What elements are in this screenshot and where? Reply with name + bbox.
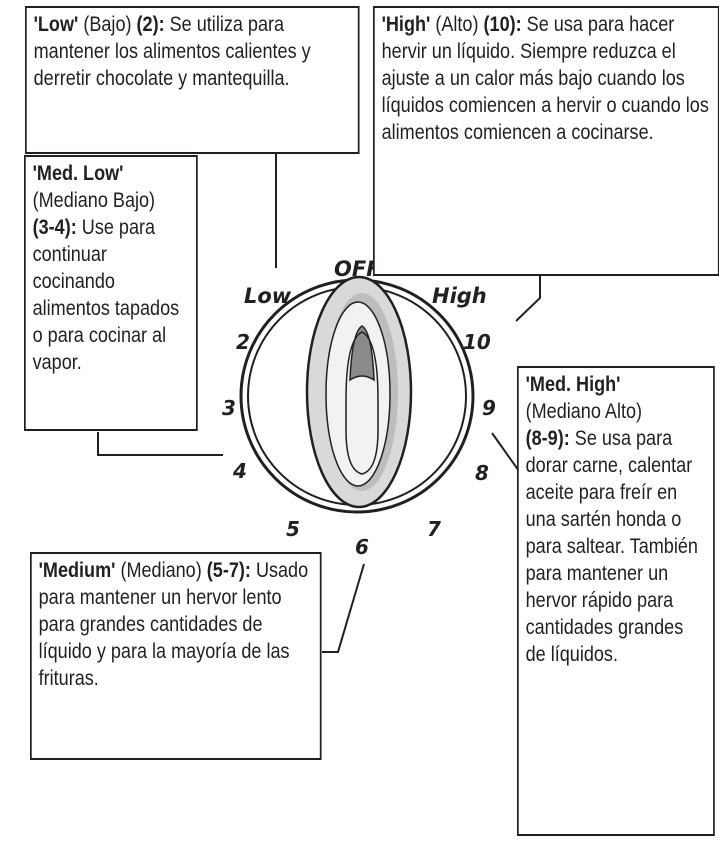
dial-number-2: 2 bbox=[236, 330, 250, 354]
dial-number-10: 10 bbox=[463, 330, 491, 354]
callout-medium-spanish: (Mediano) bbox=[115, 559, 207, 582]
callout-high-range: (10): bbox=[483, 13, 522, 36]
callout-low-range: (2): bbox=[136, 13, 165, 36]
callout-low-spanish: (Bajo) bbox=[78, 13, 137, 36]
callout-high-spanish: (Alto) bbox=[430, 13, 484, 36]
dial-label-low: Low bbox=[244, 284, 292, 308]
dial-number-5: 5 bbox=[286, 517, 300, 541]
dial-number-3: 3 bbox=[222, 396, 236, 420]
callout-high-name: 'High' bbox=[381, 13, 431, 36]
dial-label-high: High bbox=[432, 284, 487, 308]
callout-medium-text: Usado para mantener un hervor lento para… bbox=[38, 559, 309, 690]
dial-number-9: 9 bbox=[482, 396, 496, 420]
callout-med-low-name: 'Med. Low' bbox=[32, 162, 124, 185]
callout-low-name: 'Low' bbox=[33, 13, 79, 36]
callout-low-text: Se utiliza para mantener los alimentos c… bbox=[33, 13, 311, 90]
callout-med-high-name: 'Med. High' bbox=[525, 373, 621, 396]
callout-medium: 'Medium' (Mediano) (5-7): Usado para man… bbox=[30, 552, 322, 760]
knob bbox=[239, 275, 475, 514]
callout-med-high-text: Se usa para dorar carne, calentar aceite… bbox=[525, 427, 698, 666]
callout-med-high: 'Med. High' (Mediano Alto) (8-9): Se usa p… bbox=[517, 366, 715, 836]
callout-med-low: 'Med. Low' (Mediano Bajo) (3-4): Use para … bbox=[24, 155, 198, 431]
callout-med-low-spanish: (Mediano Bajo) bbox=[32, 189, 156, 212]
callout-high: 'High' (Alto) (10): Se usa para hacer he… bbox=[373, 6, 719, 276]
dial-number-8: 8 bbox=[475, 461, 489, 485]
callout-med-high-spanish: (Mediano Alto) bbox=[525, 400, 643, 423]
callout-med-high-range: (8-9): bbox=[525, 427, 570, 450]
dial-number-6: 6 bbox=[355, 535, 369, 559]
leader-line-medium bbox=[322, 563, 365, 653]
leader-line-med-low bbox=[97, 432, 223, 456]
callout-med-low-text: Use para continuar cocinando alimentos t… bbox=[32, 216, 180, 374]
callout-high-text: Se usa para hacer hervir un líquido. Sie… bbox=[381, 13, 709, 144]
callout-med-low-range: (3-4): bbox=[32, 216, 77, 239]
dial-number-7: 7 bbox=[427, 517, 441, 541]
callout-medium-name: 'Medium' bbox=[38, 559, 116, 582]
dial-number-4: 4 bbox=[232, 459, 247, 483]
knob-grip-highlight bbox=[325, 301, 391, 487]
callout-low: 'Low' (Bajo) (2): Se utiliza para manten… bbox=[25, 6, 360, 154]
knob-pointer-slot bbox=[345, 331, 379, 475]
callout-medium-range: (5-7): bbox=[206, 559, 251, 582]
